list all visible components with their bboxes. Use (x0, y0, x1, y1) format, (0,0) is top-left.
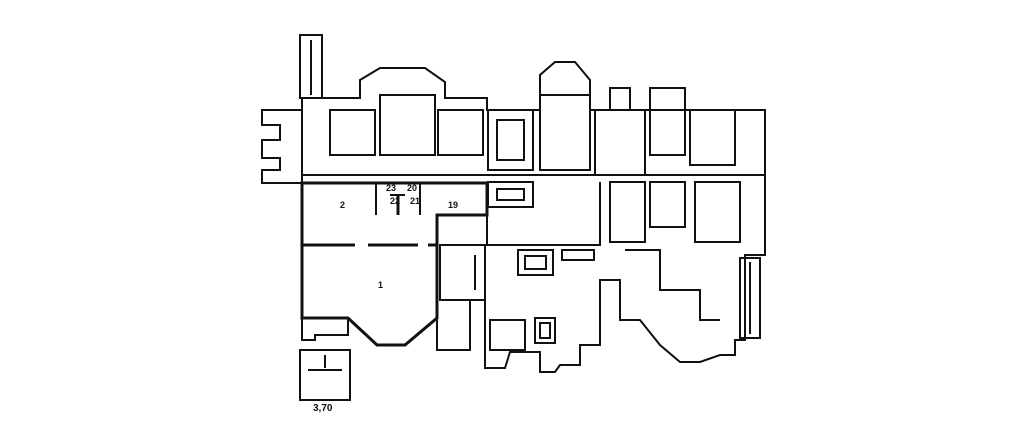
room-label-2: 2 (340, 200, 346, 210)
room-label-21: 21 (410, 196, 421, 206)
dimension-label: 3,70 (313, 403, 333, 414)
highlighted-rooms (300, 181, 489, 347)
room-label-22: 22 (390, 196, 401, 206)
room-label-23: 23 (386, 183, 397, 193)
room-label-19: 19 (448, 200, 459, 210)
room-label-1: 1 (378, 280, 384, 290)
room-label-20: 20 (407, 183, 418, 193)
